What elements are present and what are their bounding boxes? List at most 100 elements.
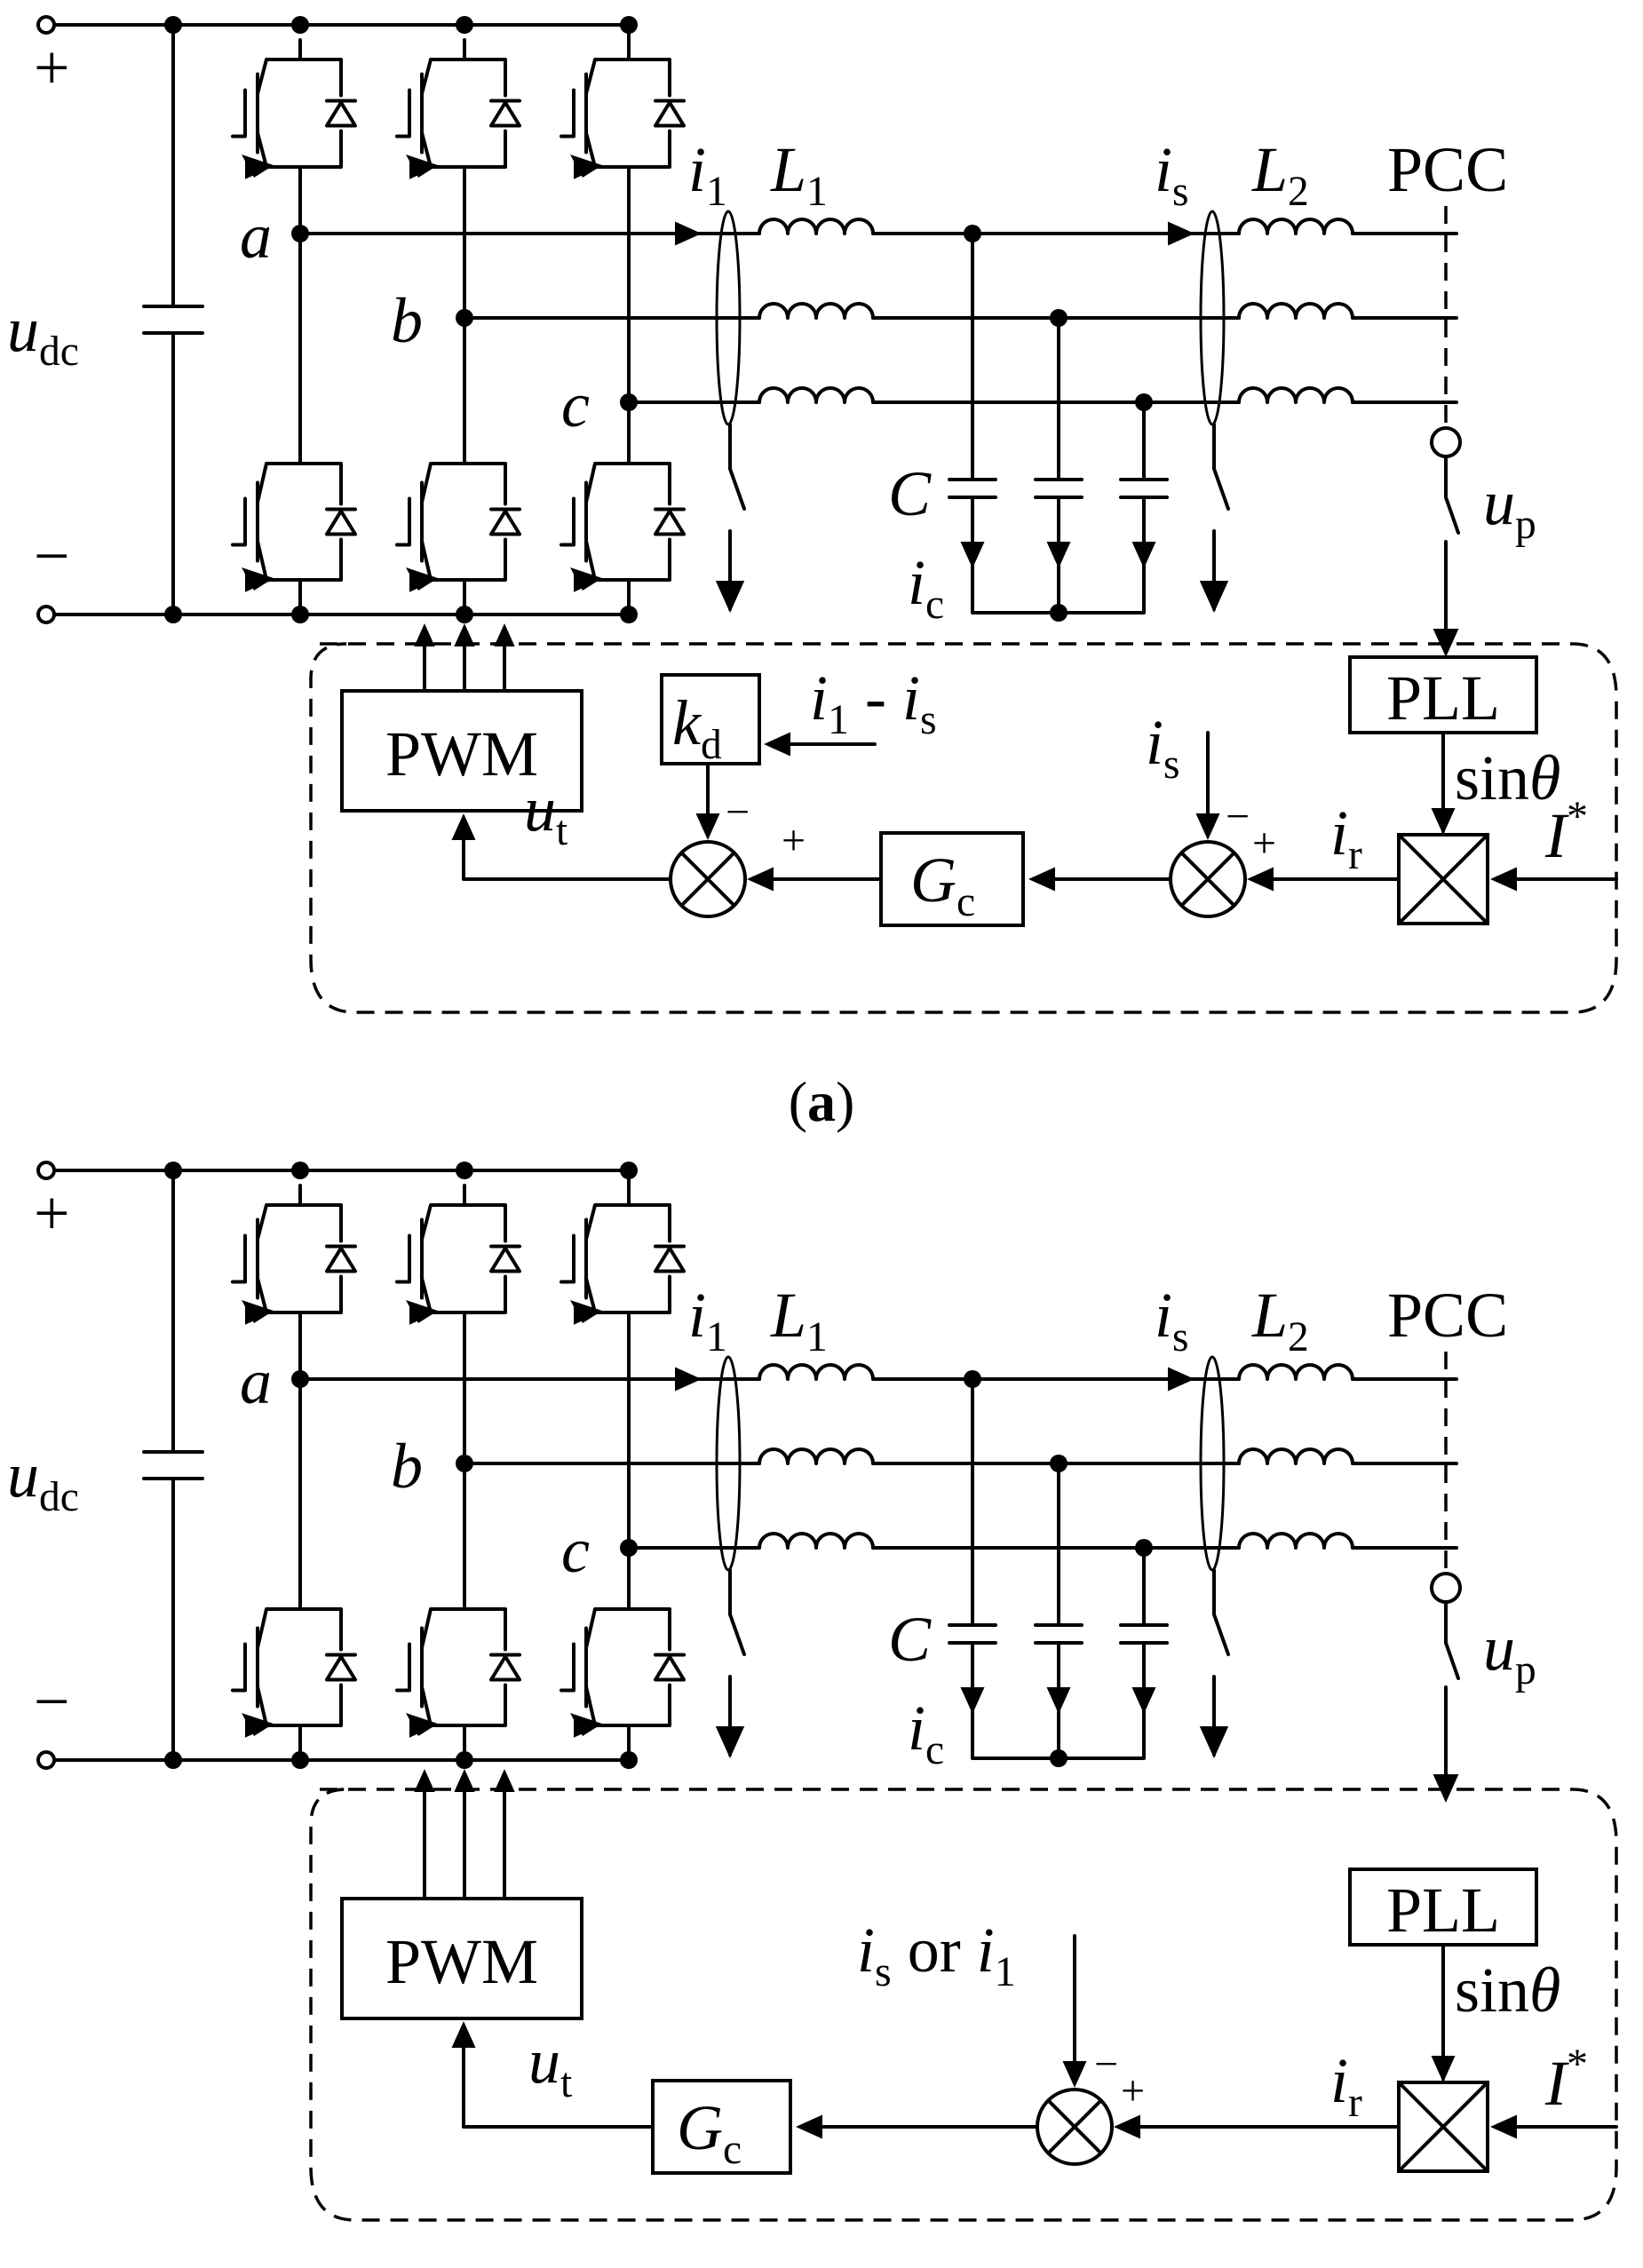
igbt-switch [560,442,686,601]
damping-input-label: i1 - is [810,662,937,743]
panel-caption: (a) [789,1070,855,1133]
current-sensor-output [715,423,746,613]
pwm-label: PWM [385,718,538,789]
pll-block: PLL sinθ [1348,655,1560,835]
sum2-plus-sign: + [782,817,806,864]
igbt-switch [395,442,521,601]
reference-label: I* [1544,2041,1588,2119]
igbt-switch [231,1588,357,1747]
dc-voltage-label: udc [7,1439,79,1520]
ac-lines [291,218,1458,570]
panel-caption: (b) [787,2258,856,2268]
pwm-box [340,689,583,813]
pwm-block: PWM [340,1769,583,2020]
current-sensor-output [715,1568,746,1758]
igbt-switch [560,1184,686,1334]
pll-label: PLL [1386,1875,1500,1946]
dc-minus-terminal-label: − [34,520,70,591]
pcc-label: PCC [1387,1280,1508,1351]
summing-junction [669,840,747,918]
inverter-current-label: i1 [688,1280,727,1360]
pwm-box [340,1897,583,2020]
current-sensor-output [1199,423,1230,613]
summing-junction [1036,2088,1114,2166]
ac-lines [291,1363,1458,1716]
capacitor-current-label: ic [908,547,944,628]
reference-current-label: ir [1330,797,1362,878]
igbt-switch [231,442,357,601]
igbt-switch [560,1588,686,1747]
grid-current-label: is [1155,1280,1189,1360]
damping-gain-label: kd [672,687,722,768]
phase-b-label: b [391,1431,423,1502]
igbt-switch [395,1184,521,1334]
sum1-minus-sign: − [1226,793,1250,840]
dc-link-capacitor [142,1162,204,1769]
capacitor-current-label: ic [908,1693,944,1773]
inverter-inductor-label: L1 [770,134,828,215]
pcc-voltage-label: up [1483,1613,1536,1693]
sum-minus-sign: − [1094,2041,1118,2088]
modulation-label: ut [528,2026,572,2106]
igbt-switch [560,38,686,188]
filter-capacitor-label: C [888,1604,932,1675]
controller-label: Gc [677,2092,742,2173]
feedback-current-label: is or i1 [857,1915,1016,1995]
pcc-line [1430,206,1462,657]
pcc-voltage-label: up [1483,467,1536,548]
dc-plus-terminal-label: + [34,1178,70,1249]
phase-c-label: c [561,369,590,440]
pll-output-label: sinθ [1455,742,1560,813]
igbt-switch [395,1588,521,1747]
sum-plus-sign: + [1121,2067,1145,2114]
pwm-label: PWM [385,1926,538,1997]
dc-plus-terminal-label: + [34,32,70,103]
grid-inductor-label: L2 [1251,1280,1309,1360]
damping-gain-block: kd [660,673,761,768]
phase-a-label: a [240,1346,272,1417]
reference-label: I* [1544,793,1588,871]
phase-b-label: b [391,285,423,356]
pwm-block: PWM [340,623,583,813]
current-sensor-output [1199,1568,1230,1758]
phase-a-label: a [240,201,272,272]
dc-minus-terminal-label: − [34,1666,70,1737]
controller-block: Gc [651,2079,792,2175]
modulation-label: ut [524,773,568,854]
dc-link-capacitor [142,16,204,623]
inverter-current-label: i1 [688,134,727,215]
grid-inductor-label: L2 [1251,134,1309,215]
capacitor-star-point [971,1712,1146,1767]
multiplier-block [1397,833,1489,925]
pll-label: PLL [1386,662,1500,734]
igbt-switch [231,1184,357,1334]
inverter-bridge [231,16,686,623]
pcc-label: PCC [1387,134,1508,205]
pll-output-label: sinθ [1455,1955,1560,2026]
igbt-switch [395,38,521,188]
summing-junction [1169,840,1247,918]
filter-capacitor-label: C [888,458,932,529]
reference-current-label: ir [1330,2045,1362,2126]
multiplier-block [1397,2081,1489,2173]
inverter-bridge [231,1162,686,1769]
phase-c-label: c [561,1515,590,1586]
inverter-inductor-label: L1 [770,1280,828,1360]
feedback-current-label: is [1146,707,1180,788]
pcc-line [1430,1352,1462,1803]
controller-block: Gc [879,831,1025,927]
controller-label: Gc [910,845,975,925]
sum2-minus-sign: − [726,789,750,836]
sum1-plus-sign: + [1252,820,1276,867]
dc-voltage-label: udc [7,294,79,375]
capacitor-star-point [971,567,1146,622]
pll-block: PLL sinθ [1348,1868,1560,2082]
igbt-switch [231,38,357,188]
grid-current-label: is [1155,134,1189,215]
